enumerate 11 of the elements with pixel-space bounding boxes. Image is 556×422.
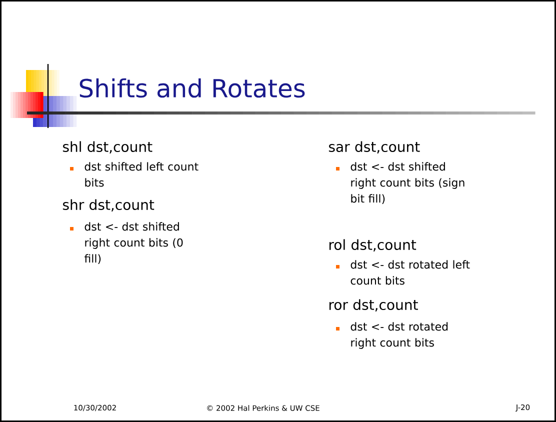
- instruction-heading: shr dst,count: [62, 199, 154, 212]
- bullet-text: dst <- dst rotated right count bits: [350, 322, 448, 349]
- slide-title: Shifts and Rotates: [80, 78, 305, 98]
- bullet-text: dst <- dst rotated left count bits: [350, 260, 470, 285]
- bullet-text: dst shifted left count bits: [84, 162, 198, 187]
- bullet-text: dst <- dst shifted right count bits (0 fill): [84, 222, 183, 264]
- bullet-text: dst <- dst shifted right count bits (sign bit fill): [350, 162, 464, 204]
- instruction-heading: shl dst,count: [62, 141, 152, 154]
- instruction-heading: sar dst,count: [328, 141, 420, 154]
- instruction-heading: rol dst,count: [329, 239, 416, 252]
- instruction-heading: ror dst,count: [329, 299, 418, 312]
